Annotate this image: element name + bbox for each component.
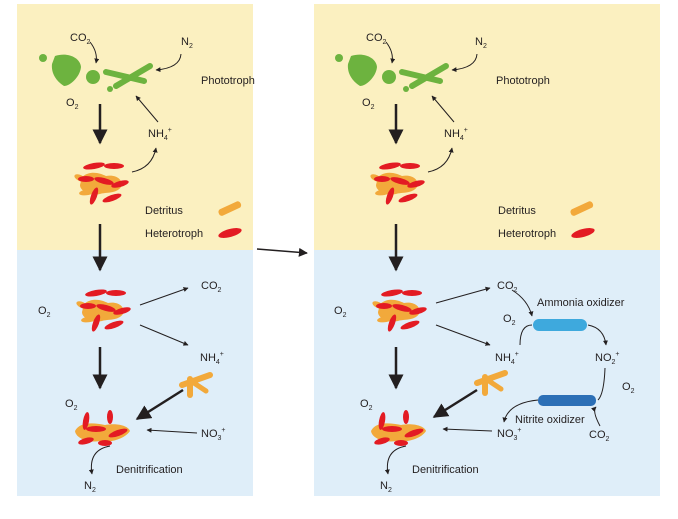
ammonia-oxidizer-cell	[533, 319, 587, 331]
left-upper-panel	[17, 4, 253, 250]
left-co2-label: CO2	[70, 32, 91, 46]
right-legend-detritus-swatch	[570, 201, 594, 216]
right-phototroph-label: Phototroph	[496, 75, 550, 87]
right-n2-label: N2	[475, 36, 487, 50]
right-o2-ammonia-label: O2	[503, 313, 516, 327]
left-nh4-label: NH4+	[148, 127, 172, 142]
left-o2-denitrification-label: O2	[65, 398, 78, 412]
right-o2-label: O2	[362, 97, 375, 111]
right-legend-detritus-label: Detritus	[498, 205, 536, 217]
left-n2-label: N2	[181, 36, 193, 50]
left-lower-panel	[17, 250, 253, 496]
right-no2-label: NO2+	[595, 351, 620, 366]
left-n2-output-label: N2	[84, 480, 96, 494]
right-nh4-lower-label: NH4+	[495, 351, 519, 366]
right-co2-label: CO2	[366, 32, 387, 46]
left-nh4-lower-label: NH4+	[200, 351, 224, 366]
right-legend-heterotroph-swatch	[571, 228, 595, 238]
left-o2-lower-label: O2	[38, 305, 51, 319]
right-nh4-label: NH4+	[444, 127, 468, 142]
right-o2-nitrite-label: O2	[622, 381, 635, 395]
right-o2-lower-label: O2	[334, 305, 347, 319]
nitrite-oxidizer-label: Nitrite oxidizer	[515, 414, 585, 426]
left-legend-heterotroph-label: Heterotroph	[145, 228, 203, 240]
left-legend-heterotroph-swatch	[218, 228, 242, 238]
ammonia-oxidizer-label: Ammonia oxidizer	[537, 297, 625, 309]
left-legend-detritus-label: Detritus	[145, 205, 183, 217]
left-no3-label: NO3+	[201, 427, 226, 442]
right-co2-output-label: CO2	[497, 280, 518, 294]
left-co2-output-label: CO2	[201, 280, 222, 294]
right-o2-denitrification-label: O2	[360, 398, 373, 412]
right-no3-label: NO3+	[497, 427, 522, 442]
right-n2-output-label: N2	[380, 480, 392, 494]
right-legend-heterotroph-label: Heterotroph	[498, 228, 556, 240]
right-lower-panel	[314, 250, 660, 496]
left-phototroph-label: Phototroph	[201, 75, 255, 87]
left-legend-detritus-swatch	[218, 201, 242, 216]
right-co2-nitrite-label: CO2	[589, 429, 610, 443]
panel-transition-arrow	[256, 247, 308, 257]
right-denitrification-label: Denitrification	[412, 464, 479, 476]
nitrite-oxidizer-cell	[538, 395, 596, 406]
right-upper-panel	[314, 4, 660, 250]
left-o2-label: O2	[66, 97, 79, 111]
left-denitrification-label: Denitrification	[116, 464, 183, 476]
